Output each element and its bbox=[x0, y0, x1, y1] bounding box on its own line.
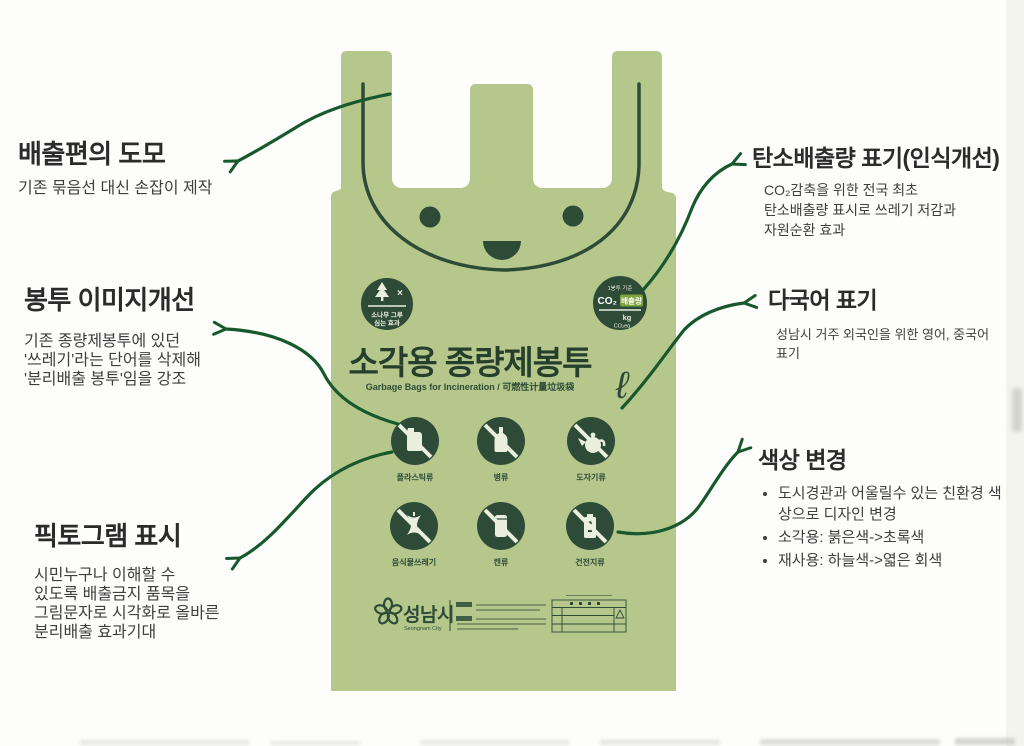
bag-subtitle: Garbage Bags for Incineration / 可燃性计量垃圾袋 bbox=[366, 381, 576, 392]
bullet-item: 도시경관과 어울릴수 있는 친환경 색상으로 디자인 변경 bbox=[778, 483, 1003, 525]
seongnam-logo bbox=[374, 597, 403, 625]
bottom-smudge bbox=[270, 741, 360, 745]
annotation-pictogram: 픽토그램 표시 시민누구나 이해할 수 있도록 배출금지 품목을 그림문자로 시… bbox=[34, 522, 264, 642]
pictogram-plastic bbox=[391, 417, 439, 465]
annotation-bag-image: 봉투 이미지개선 기존 종량제봉투에 있던 '쓰레기'라는 단어를 삭제해 '분… bbox=[24, 286, 254, 389]
co2-badge: 1봉투 기준 CO₂ 배출량 kg CO₂eq bbox=[593, 276, 647, 330]
bottom-smudge bbox=[760, 739, 940, 745]
co2-badge-co2eq: CO₂eq bbox=[614, 324, 631, 330]
pine-tree-icon bbox=[375, 282, 389, 301]
pictogram-label: 플라스틱류 bbox=[397, 472, 434, 482]
co2-badge-main-right: 배출량 bbox=[621, 296, 642, 306]
bottom-smudge bbox=[600, 739, 720, 745]
pictogram-label: 음식물쓰레기 bbox=[392, 557, 436, 567]
co2-badge-kg: kg bbox=[623, 313, 632, 322]
recycle-icon bbox=[614, 608, 626, 625]
annotation-body: 기존 묶음선 대신 손잡이 제작 bbox=[18, 179, 213, 197]
annotation-title: 봉투 이미지개선 bbox=[24, 285, 195, 315]
pictogram-batteries bbox=[566, 502, 614, 550]
garbage-bag-illustration: × 소나무 그루 심는 효과 1봉투 기준 CO₂ 배출량 kg CO₂eq 소… bbox=[331, 51, 676, 691]
pictogram-ceramics bbox=[567, 417, 615, 465]
annotation-body: 시민누구나 이해할 수 있도록 배출금지 품목을 그림문자로 시각화로 올바른 … bbox=[34, 566, 220, 641]
city-name: 성남시 bbox=[403, 604, 454, 626]
annotation-title: 색상 변경 bbox=[758, 447, 847, 473]
bag-smile-mouth bbox=[483, 241, 521, 260]
producer-table bbox=[551, 595, 627, 633]
edge-smudge bbox=[1012, 388, 1022, 432]
bag-title: 소각용 종량제봉투 bbox=[348, 344, 592, 381]
pictogram-label: 건전지류 bbox=[575, 557, 605, 567]
annotation-title: 다국어 표기 bbox=[768, 287, 878, 313]
annotation-body: 성남시 거주 외국인을 위한 영어, 중국어 표기 bbox=[776, 327, 990, 362]
liter-symbol: ℓ bbox=[615, 365, 630, 407]
annotation-color-change: 색상 변경 도시경관과 어울릴수 있는 친환경 색상으로 디자인 변경 소각용:… bbox=[758, 447, 1018, 573]
bottom-smudge bbox=[955, 738, 1015, 745]
pictogram-label: 병류 bbox=[494, 472, 509, 482]
bullet-item: 소각용: 붉은색->초록색 bbox=[778, 527, 1003, 548]
annotation-body: 기존 종량제봉투에 있던 '쓰레기'라는 단어를 삭제해 '분리배출 봉투'임을… bbox=[24, 332, 201, 388]
annotation-title: 배출편의 도모 bbox=[18, 139, 166, 169]
bottom-smudge bbox=[80, 740, 250, 745]
annotation-carbon-label: 탄소배출량 표기(인식개선) CO₂감축을 위한 전국 최초 탄소배출량 표시로… bbox=[752, 145, 1020, 240]
bag-opening-curve bbox=[361, 82, 641, 272]
tree-x-symbol: × bbox=[397, 288, 403, 299]
bag-left-eye bbox=[419, 206, 441, 228]
pictogram-food-waste bbox=[390, 502, 438, 550]
fine-print-lines bbox=[456, 602, 546, 630]
annotation-title: 픽토그램 표시 bbox=[34, 521, 182, 551]
annotation-title: 탄소배출량 표기(인식개선) bbox=[752, 145, 1000, 171]
tree-badge-line2: 심는 효과 bbox=[374, 318, 400, 327]
co2-badge-top: 1봉투 기준 bbox=[608, 284, 633, 292]
annotation-multilingual: 다국어 표기 성남시 거주 외국인을 위한 영어, 중국어 표기 bbox=[768, 287, 1024, 363]
right-edge-artifact bbox=[1006, 0, 1024, 746]
annotation-bullet-list: 도시경관과 어울릴수 있는 친환경 색상으로 디자인 변경 소각용: 붉은색->… bbox=[758, 483, 1003, 571]
annotation-body: CO₂감축을 위한 전국 최초 탄소배출량 표시로 쓰레기 저감과 자원순환 효… bbox=[764, 182, 956, 239]
tree-badge: × 소나무 그루 심는 효과 bbox=[361, 278, 413, 330]
bullet-item: 재사용: 하늘색->엷은 회색 bbox=[778, 550, 1003, 571]
bag-right-eye bbox=[562, 205, 584, 227]
pictogram-cans bbox=[477, 502, 525, 550]
co2-badge-main-left: CO₂ bbox=[598, 296, 617, 307]
pictogram-bottle bbox=[477, 417, 525, 465]
pictogram-label: 캔류 bbox=[494, 557, 509, 567]
annotation-discharge-convenience: 배출편의 도모 기존 묶음선 대신 손잡이 제작 bbox=[18, 140, 248, 198]
bottom-smudge bbox=[420, 740, 570, 745]
pictogram-label: 도자기류 bbox=[576, 472, 606, 482]
city-name-en: Seongnam City bbox=[404, 626, 442, 632]
tree-badge-line1: 소나무 그루 bbox=[371, 310, 403, 319]
